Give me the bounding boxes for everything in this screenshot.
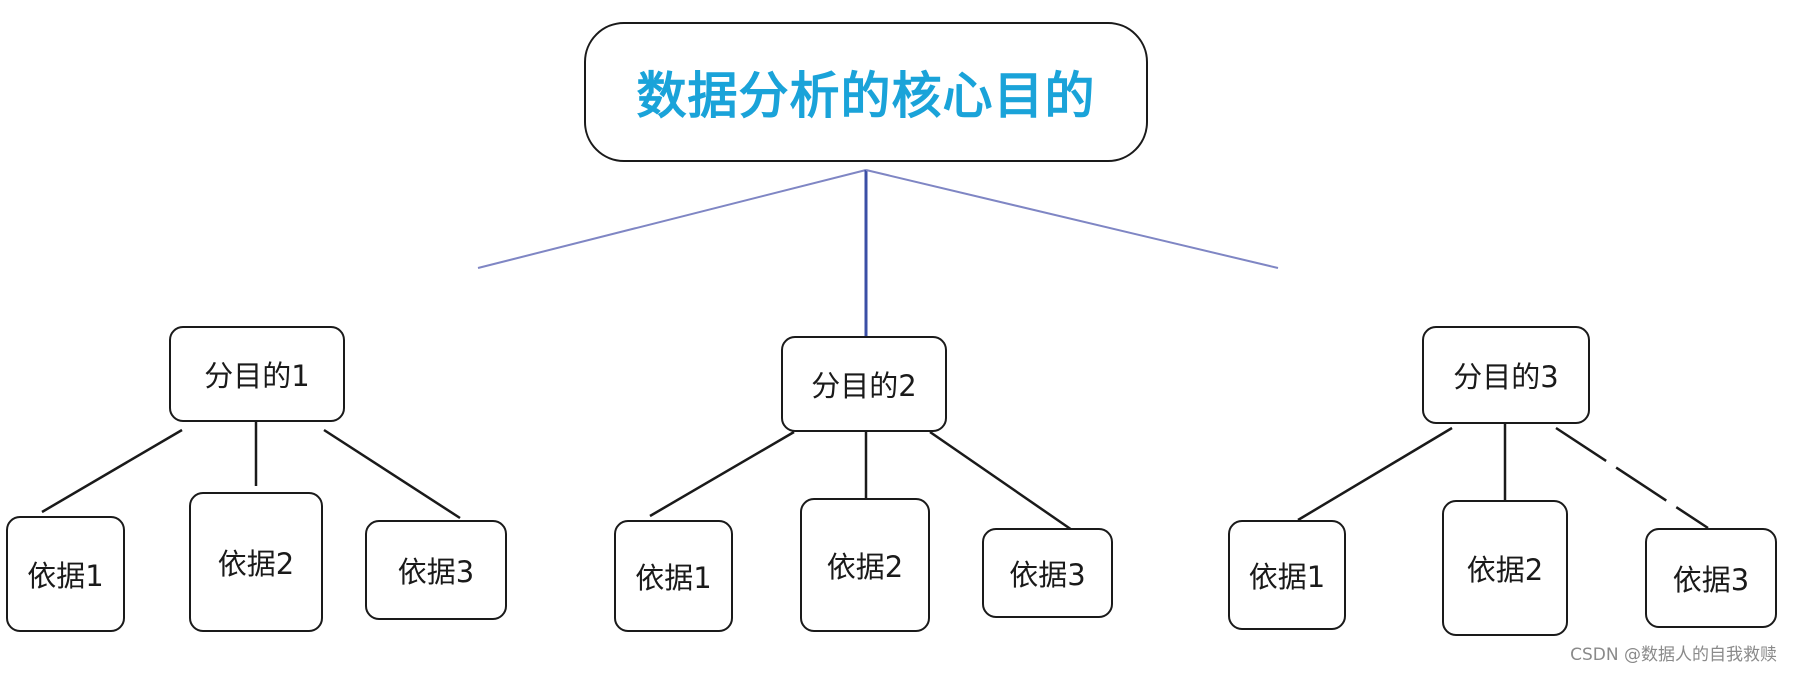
root-label: 数据分析的核心目的 xyxy=(636,67,1096,125)
leaf-label: 依据2 xyxy=(826,550,904,584)
leaf-label: 依据3 xyxy=(1672,563,1750,597)
leaf-label: 依据2 xyxy=(1466,553,1544,587)
leaf-node-3-1: 依据1 xyxy=(1228,520,1346,630)
root-connector-right xyxy=(865,169,1279,269)
branch-1-connector-3 xyxy=(323,428,461,520)
watermark: CSDN @数据人的自我救赎 xyxy=(1570,645,1777,665)
branch-node-2: 分目的2 xyxy=(781,336,947,432)
leaf-node-1-2: 依据2 xyxy=(189,492,323,632)
branch-node-1: 分目的1 xyxy=(169,326,345,422)
leaf-label: 依据3 xyxy=(397,555,475,589)
branch-node-3: 分目的3 xyxy=(1422,326,1590,424)
root-node: 数据分析的核心目的 xyxy=(584,22,1148,162)
leaf-node-1-3: 依据3 xyxy=(365,520,507,620)
branch-label-3: 分目的3 xyxy=(1453,360,1559,394)
leaf-label: 依据2 xyxy=(217,547,295,581)
leaf-label: 依据3 xyxy=(1009,558,1086,592)
root-connector-left xyxy=(477,169,867,269)
branch-2-connector-1 xyxy=(649,430,795,518)
branch-2-connector-3 xyxy=(929,430,1073,532)
leaf-node-2-3: 依据3 xyxy=(982,528,1113,618)
leaf-node-3-3: 依据3 xyxy=(1645,528,1777,628)
branch-1-connector-1 xyxy=(41,428,183,514)
branch-label-2: 分目的2 xyxy=(811,369,917,403)
branch-label-1: 分目的1 xyxy=(204,359,310,393)
leaf-node-2-2: 依据2 xyxy=(800,498,930,632)
leaf-label: 依据1 xyxy=(27,559,104,593)
leaf-label: 依据1 xyxy=(1248,560,1326,594)
leaf-label: 依据1 xyxy=(635,561,712,595)
branch-3-connector-1 xyxy=(1297,426,1453,522)
branch-3-connector-3 xyxy=(1555,426,1709,530)
leaf-node-2-1: 依据1 xyxy=(614,520,733,632)
leaf-node-1-1: 依据1 xyxy=(6,516,125,632)
leaf-node-3-2: 依据2 xyxy=(1442,500,1568,636)
